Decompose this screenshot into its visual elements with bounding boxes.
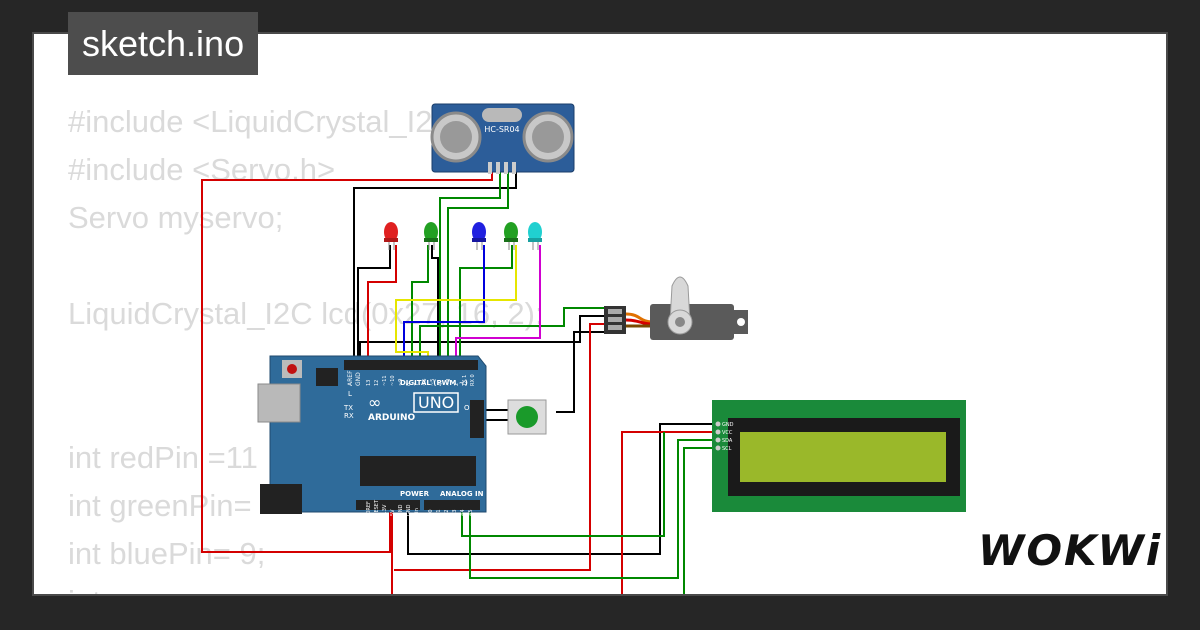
on-label: ON bbox=[464, 404, 475, 412]
power-pin-label-0: IOREF bbox=[366, 501, 372, 516]
power-pin-label-3: 5V bbox=[390, 509, 396, 516]
aref-label: AREF bbox=[347, 370, 354, 386]
wire-yellow-led bbox=[395, 245, 517, 362]
digital-pin-label-13: RX 0 bbox=[470, 374, 476, 386]
rx-label: RX bbox=[344, 412, 354, 420]
digital-pin-label-5: 8 bbox=[406, 383, 412, 386]
lcd-pin-label-2: SDA bbox=[722, 438, 733, 444]
digital-pin-label-1: 12 bbox=[374, 380, 380, 386]
code-line: int ... bbox=[68, 584, 135, 594]
code-line: #include <Servo.h> bbox=[68, 152, 336, 187]
analog-pin-label-3: A3 bbox=[452, 509, 458, 516]
analog-pin-label-0: A0 bbox=[428, 509, 434, 516]
arduino-logo-icon: ∞ bbox=[368, 393, 381, 412]
digital-pin-label-10: ~3 bbox=[446, 379, 452, 386]
digital-pin-label-3: ~10 bbox=[390, 375, 396, 386]
code-line: Servo myservo; bbox=[68, 200, 284, 235]
power-label: POWER bbox=[400, 490, 430, 498]
analog-label: ANALOG IN bbox=[440, 490, 484, 498]
lcd-pin-labels: GND VCC SDA SCL bbox=[715, 421, 734, 452]
digital-pin-label-6: 7 bbox=[414, 383, 420, 386]
analog-pin-label-5: A5 bbox=[468, 509, 474, 516]
wire-servo-signal bbox=[419, 307, 604, 362]
power-pin-label-2: 3.3V bbox=[382, 504, 388, 516]
led-l-label: L bbox=[348, 390, 352, 398]
arduino-uno-label: UNO bbox=[418, 393, 454, 412]
arduino-brand-label: ARDUINO bbox=[368, 413, 416, 423]
tx-label: TX bbox=[343, 404, 353, 412]
wire-scl bbox=[683, 447, 716, 594]
digital-pin-label-12: TX 1 bbox=[462, 375, 468, 387]
digital-pin-label-11: 2 bbox=[454, 383, 460, 386]
digital-pin-label-8: ~5 bbox=[430, 379, 436, 386]
arduino-board[interactable]: UNO ARDUINO ∞ DIGITAL (PWM ~) POWER ANAL… bbox=[257, 355, 487, 516]
code-line: int greenPin= bbox=[68, 488, 252, 523]
push-button[interactable] bbox=[507, 399, 547, 435]
lcd-pin-2[interactable] bbox=[715, 437, 721, 443]
power-pin-label-5: GND bbox=[406, 504, 412, 516]
wire-gnd-lcd bbox=[407, 423, 716, 555]
analog-pin-label-2: A2 bbox=[444, 509, 450, 516]
lcd-display[interactable]: GND VCC SDA SCL bbox=[712, 400, 966, 512]
lcd-pin-label-3: SCL bbox=[722, 446, 732, 452]
lcd-pin-0[interactable] bbox=[715, 421, 721, 427]
digital-pin-label-4: ~9 bbox=[398, 379, 404, 386]
power-pin-label-6: Vin bbox=[414, 508, 420, 516]
wires bbox=[201, 165, 716, 594]
wokwi-logo: WOKWi bbox=[978, 526, 1163, 575]
analog-pin-label-1: A1 bbox=[436, 509, 442, 516]
led-red[interactable] bbox=[384, 222, 398, 250]
code-line: int bluePin= 9; bbox=[68, 536, 266, 571]
wire-trig bbox=[439, 165, 501, 362]
sensor-model-label: HC-SR04 bbox=[484, 125, 519, 134]
power-pin-label-1: RESET bbox=[374, 499, 380, 516]
servo-motor[interactable] bbox=[604, 276, 748, 340]
wire-sda bbox=[469, 439, 716, 579]
analog-pin-label-4: A4 bbox=[460, 509, 466, 516]
digital-pin-label-9: 4 bbox=[438, 383, 444, 386]
power-pin-label-4: GND bbox=[398, 504, 404, 516]
lcd-pin-1[interactable] bbox=[715, 429, 721, 435]
wire-a4 bbox=[461, 432, 665, 537]
wire-gnd-leds bbox=[357, 245, 391, 362]
wire-red-led bbox=[367, 245, 397, 362]
wire-blue-led bbox=[403, 245, 485, 362]
gnd-label: GND bbox=[355, 372, 362, 386]
digital-label: DIGITAL (PWM ~) bbox=[400, 379, 468, 387]
wire-gnd-servo bbox=[359, 315, 604, 362]
lcd-pin-3[interactable] bbox=[715, 445, 721, 451]
wire-gnd-led2 bbox=[431, 245, 439, 362]
preview-card: #include <LiquidCrystal_I2C.h> #include … bbox=[32, 32, 1168, 596]
led-green-2[interactable] bbox=[504, 222, 518, 250]
code-background: #include <LiquidCrystal_I2C.h> #include … bbox=[68, 98, 544, 594]
wire-5v-sensor bbox=[201, 165, 493, 553]
digital-pin-label-0: 13 bbox=[366, 380, 372, 386]
digital-pin-label-7: ~6 bbox=[422, 379, 428, 386]
led-blue[interactable] bbox=[472, 222, 486, 250]
ultrasonic-sensor[interactable]: HC-SR04 bbox=[430, 103, 575, 174]
led-cyan[interactable] bbox=[528, 222, 542, 250]
code-line: int redPin =11 bbox=[68, 440, 258, 475]
wire-5v-servo bbox=[394, 323, 604, 571]
wire-gnd-sensor bbox=[353, 165, 517, 362]
wire-magenta-led bbox=[455, 245, 541, 362]
digital-pin-label-2: ~11 bbox=[382, 375, 388, 386]
wire-green-led2 bbox=[459, 245, 513, 362]
wire-5v-lcd bbox=[621, 431, 716, 594]
wire-echo bbox=[447, 165, 509, 362]
file-title-tab[interactable]: sketch.ino bbox=[68, 12, 259, 75]
led-green[interactable] bbox=[424, 222, 438, 250]
lcd-pin-label-1: VCC bbox=[722, 430, 733, 436]
lcd-pin-label-0: GND bbox=[722, 422, 734, 428]
wire-gnd-button2 bbox=[556, 331, 604, 413]
